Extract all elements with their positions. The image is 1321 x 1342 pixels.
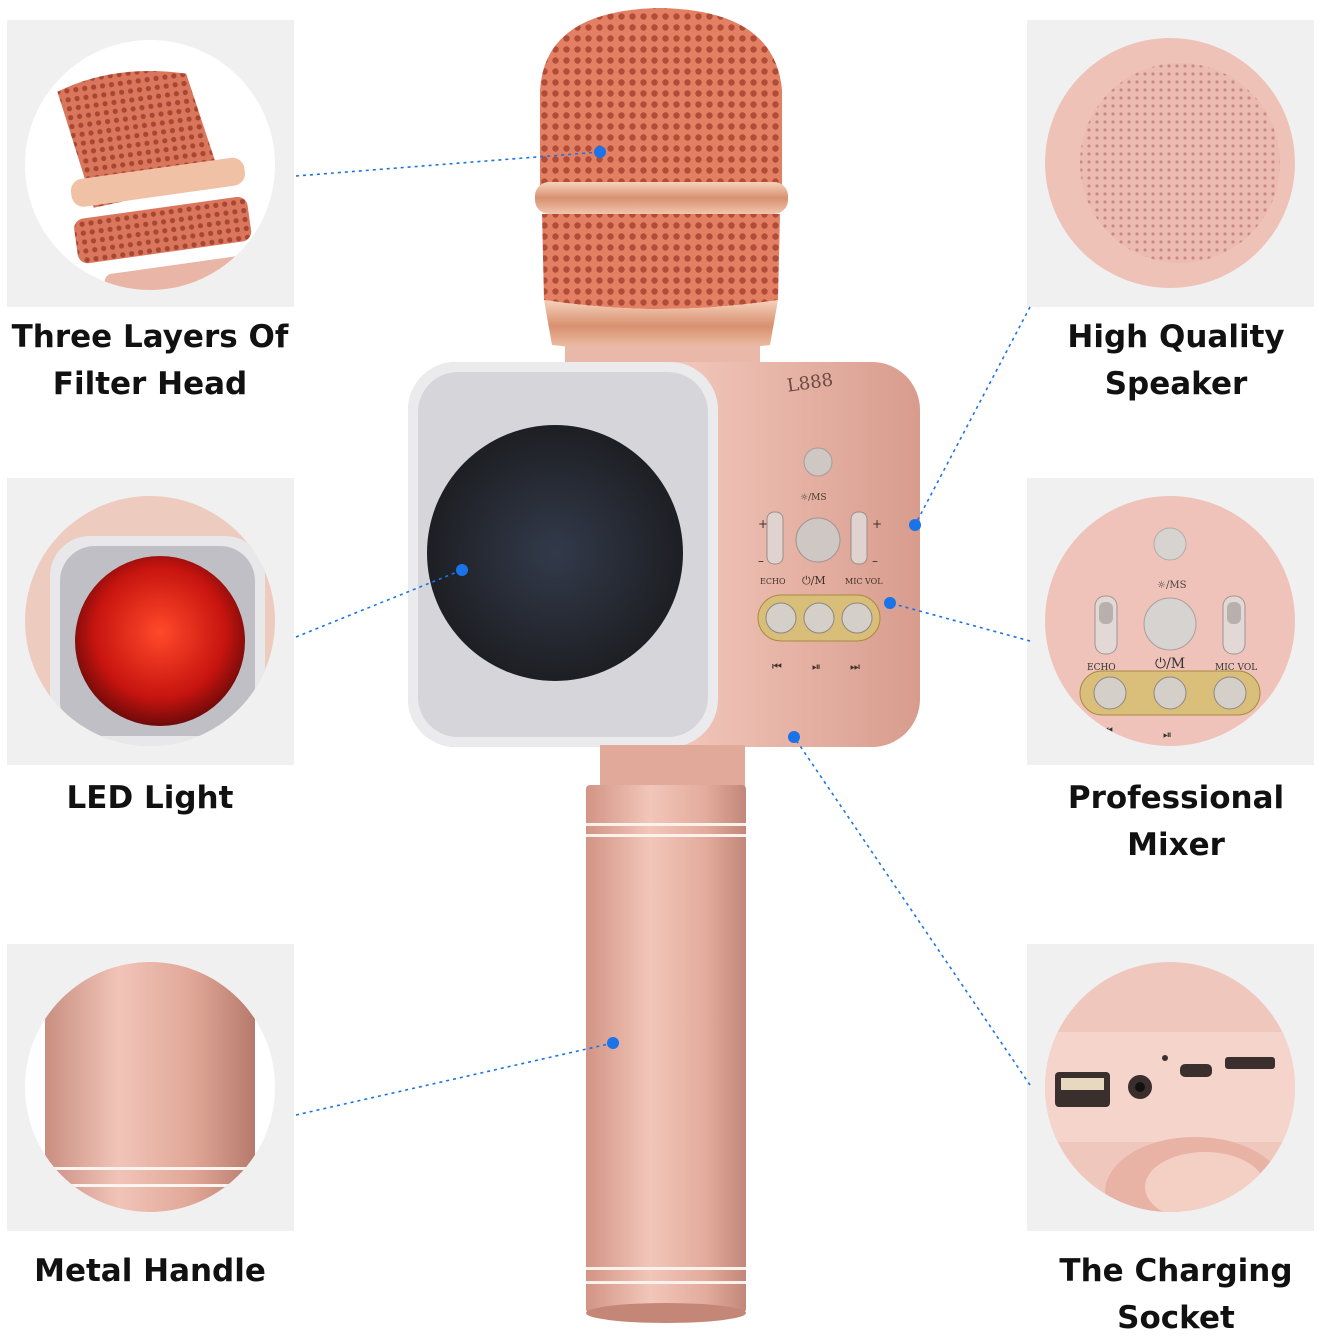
metal-handle-illustration — [45, 962, 255, 1212]
mixer-echo-label: ECHO — [1087, 663, 1116, 673]
feature-caption-line1: LED Light — [66, 780, 234, 816]
charging-socket-panel — [1027, 944, 1314, 1231]
prev-button[interactable] — [765, 602, 797, 634]
filter-head-zoom — [25, 40, 275, 290]
mic-vol-plus-label: + — [872, 517, 882, 531]
callout-lines — [295, 151, 1031, 1116]
feature-caption-metal-handle: Metal Handle — [0, 1248, 300, 1295]
echo-label: ECHO — [760, 577, 786, 586]
power-label: ⏻/M — [802, 574, 826, 587]
main-speaker-grille — [427, 425, 683, 681]
speaker-illustration — [1045, 38, 1295, 288]
mixer-mic-vol-label: MIC VOL — [1215, 663, 1257, 673]
mode-label: ☼/MS — [800, 493, 826, 503]
next-button[interactable] — [841, 602, 873, 634]
feature-caption-filter-head: Three Layers Of Filter Head — [0, 314, 300, 408]
feature-caption-charging-socket: The Charging Socket — [1026, 1248, 1321, 1342]
led-light-illustration — [50, 536, 265, 746]
callout-dots — [456, 146, 921, 1049]
mic-grille-bottom — [542, 214, 780, 309]
mode-button[interactable] — [803, 447, 833, 477]
echo-slider[interactable] — [766, 511, 784, 565]
play-button[interactable] — [803, 602, 835, 634]
mic-vol-slider[interactable] — [850, 511, 868, 565]
feature-caption-line2: Mixer — [1127, 827, 1225, 863]
play-icon: ⏯ — [812, 660, 821, 673]
mic-handle — [586, 785, 746, 1313]
mixer-power-label: ⏻/M — [1155, 656, 1185, 672]
feature-caption-line2: Speaker — [1104, 366, 1248, 402]
speaker-zoom — [1045, 38, 1295, 288]
feature-caption-mixer: Professional Mixer — [1026, 775, 1321, 869]
charging-socket-zoom — [1045, 962, 1295, 1212]
mic-head-ring — [535, 182, 788, 214]
filter-head-illustration — [57, 70, 252, 290]
feature-caption-speaker: High Quality Speaker — [1026, 314, 1321, 408]
mic-head-collar — [544, 300, 778, 352]
metal-handle-zoom — [25, 962, 275, 1212]
echo-plus-label: + — [758, 517, 768, 531]
next-icon: ⏭ — [850, 660, 860, 673]
mixer-panel: ☼/MS ⏻/M ECHO MIC VOL ⏮ ⏯ ⏭ — [1027, 478, 1314, 765]
feature-caption-line2: Filter Head — [52, 366, 248, 402]
feature-caption-line1: High Quality — [1067, 319, 1285, 355]
micro-usb-port-icon — [1180, 1064, 1212, 1077]
feature-caption-line1: Three Layers Of — [11, 319, 289, 355]
power-button[interactable] — [795, 517, 841, 563]
filter-head-panel — [7, 20, 294, 307]
mixer-play-label: ⏯ — [1163, 728, 1172, 741]
feature-caption-line2: Socket — [1117, 1300, 1235, 1336]
mic-grille-top — [540, 8, 782, 200]
echo-minus-label: – — [758, 554, 764, 568]
mixer-zoom: ☼/MS ⏻/M ECHO MIC VOL ⏮ ⏯ ⏭ — [1045, 496, 1295, 746]
mixer-illustration: ☼/MS ⏻/M ECHO MIC VOL ⏮ ⏯ ⏭ — [1079, 527, 1261, 745]
feature-caption-line1: Professional — [1067, 780, 1285, 816]
led-light-zoom — [25, 496, 275, 746]
feature-caption-line1: The Charging — [1059, 1253, 1293, 1289]
speaker-panel — [1027, 20, 1314, 307]
mic-vol-minus-label: – — [872, 554, 878, 568]
mic-vol-label: MIC VOL — [845, 577, 883, 586]
prev-icon: ⏮ — [772, 660, 782, 673]
mixer-mode-label: ☼/MS — [1157, 580, 1187, 591]
led-light-panel — [7, 478, 294, 765]
feature-caption-led-light: LED Light — [0, 775, 300, 822]
metal-handle-panel — [7, 944, 294, 1231]
feature-caption-line1: Metal Handle — [34, 1253, 266, 1289]
sd-card-slot-icon — [1225, 1057, 1275, 1069]
